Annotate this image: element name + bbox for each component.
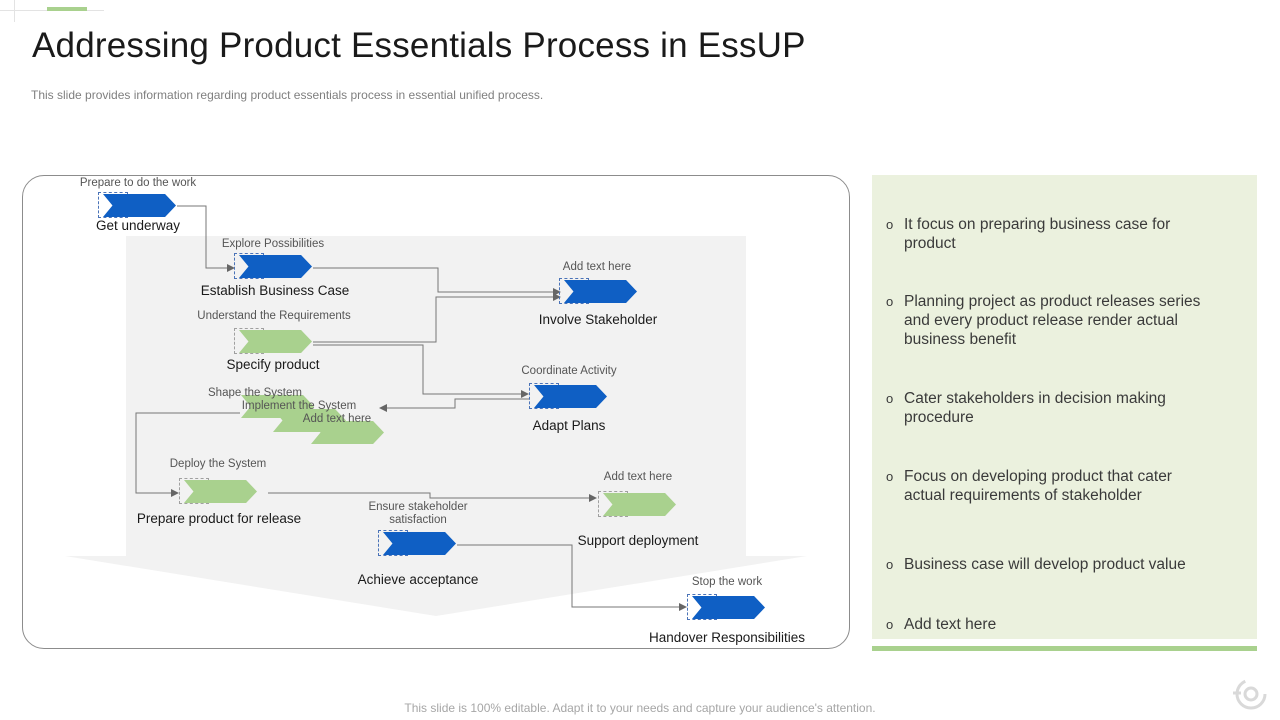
summary-bullet-text: Business case will develop product value [904,556,1186,573]
step-phase-label: Add text here [302,413,372,425]
summary-bullet: o Focus on developing product that cater… [886,467,1216,505]
diagram-frame [22,175,850,649]
step-name-label: Establish Business Case [200,283,350,298]
step-name-label: Support deployment [577,533,699,548]
step-phase-label: Deploy the System [169,458,267,470]
chevron-arrow-shape [564,280,637,303]
summary-bullet-text: Planning project as product releases ser… [904,293,1201,348]
summary-bullet: o Cater stakeholders in decision making … [886,389,1216,427]
step-name-label: Get underway [95,218,181,233]
corner-rule-vertical [14,0,15,22]
summary-bullet-text: Add text here [904,616,997,633]
step-phase-label: Shape the System [208,387,302,399]
step-phase-label: Add text here [562,261,632,273]
step-name-label: Achieve acceptance [357,572,479,587]
chevron-step-adapt-plans [529,383,609,410]
bullet-marker: o [886,294,894,309]
page-title: Addressing Product Essentials Process in… [32,26,806,65]
step-phase-label: Stop the work [691,576,763,588]
page-subtitle: This slide provides information regardin… [31,88,544,102]
step-phase-label: Understand the Requirements [197,310,351,322]
chevron-arrow-shape [383,532,456,555]
chevron-arrow-shape [241,395,314,418]
chevron-step-shape-system [236,393,316,420]
summary-panel-accent-bar [872,646,1257,651]
summary-bullet-text: Focus on developing product that cater a… [904,468,1172,504]
summary-bullet: o It focus on preparing business case fo… [886,215,1216,253]
chevron-arrow-shape [692,596,765,619]
bullet-marker: o [886,217,894,232]
step-name-label: Prepare product for release [136,511,302,526]
step-name-label: Specify product [226,357,320,372]
chevron-step-handover [687,594,767,621]
bullet-marker: o [886,469,894,484]
chevron-step-prepare-release [179,478,259,505]
summary-bullet: o Business case will develop product val… [886,555,1216,574]
summary-bullet: o Planning project as product releases s… [886,292,1216,349]
chevron-arrow-shape [184,480,257,503]
step-name-label: Handover Responsibilities [648,630,806,645]
chevron-step-specify-product [234,328,314,355]
chevron-step-get-underway [98,192,178,219]
step-phase-label: Ensure stakeholder satisfaction [368,501,468,526]
step-name-label: Involve Stakeholder [538,312,658,327]
summary-bullet-text: It focus on preparing business case for … [904,216,1171,252]
chevron-arrow-shape [534,385,607,408]
chevron-step-involve-stakeholder [559,278,639,305]
chevron-step-support-deployment [598,491,678,518]
step-phase-label: Coordinate Activity [521,365,617,377]
step-phase-label: Add text here [603,471,673,483]
step-phase-label: Implement the System [241,400,357,412]
bullet-marker: o [886,557,894,572]
chevron-arrow-shape [239,255,312,278]
summary-bullet-text: Cater stakeholders in decision making pr… [904,390,1166,426]
bullet-marker: o [886,617,894,632]
chevron-arrow-shape [103,194,176,217]
step-name-label: Adapt Plans [532,418,606,433]
step-phase-label: Explore Possibilities [221,238,325,250]
chevron-arrow-shape [603,493,676,516]
summary-panel [872,175,1257,639]
chevron-step-achieve-acceptance [378,530,458,557]
summary-bullet: o Add text here [886,615,1216,634]
step-phase-label: Prepare to do the work [79,177,197,189]
brand-swirl-icon [1233,678,1267,710]
footer-note: This slide is 100% editable. Adapt it to… [404,701,876,715]
bullet-marker: o [886,391,894,406]
title-accent-bar [47,7,87,11]
chevron-step-establish-business-case [234,253,314,280]
chevron-arrow-shape [239,330,312,353]
